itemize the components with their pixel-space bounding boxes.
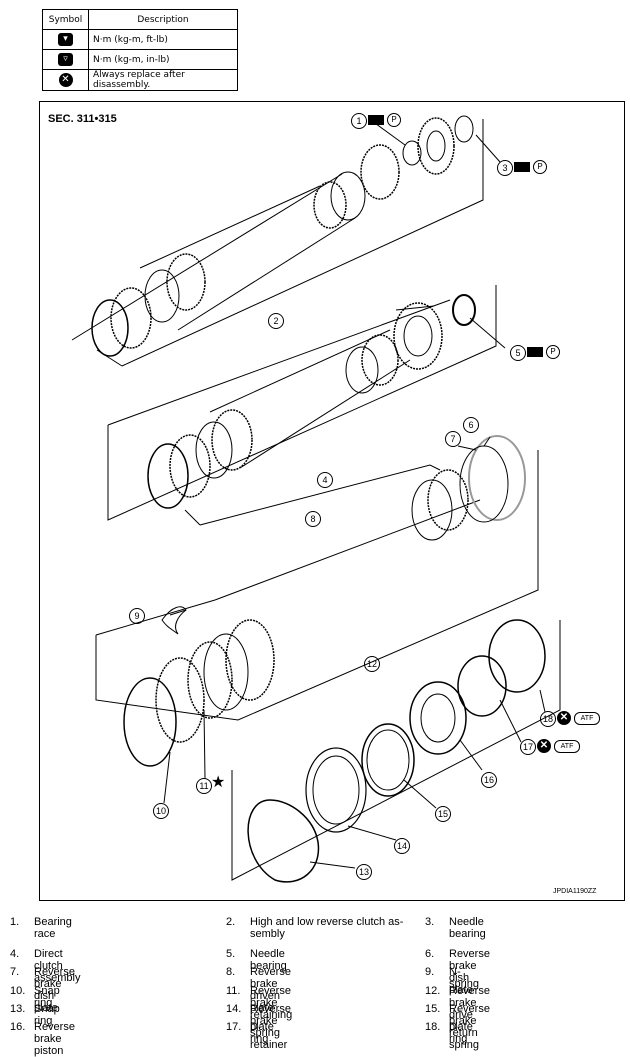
torque-wrench-icon xyxy=(368,115,384,125)
drive-plate xyxy=(203,633,249,711)
callout-17: 17 xyxy=(520,739,536,755)
snap-ring xyxy=(91,299,129,357)
reverse-brake-piston xyxy=(409,681,467,755)
callout-1: 1 xyxy=(351,113,367,129)
clutch-plate xyxy=(169,434,211,498)
callout-10: 10 xyxy=(153,803,169,819)
petroleum-jelly-badge: P xyxy=(546,345,560,359)
clutch-plate xyxy=(313,181,347,229)
return-spring xyxy=(361,723,415,797)
callout-3: 3 xyxy=(497,160,513,176)
group-4-bracket xyxy=(107,285,497,521)
group-8-bracket xyxy=(199,464,441,526)
n-spring xyxy=(161,606,187,635)
callout-18: 18 xyxy=(540,711,556,727)
torque-wrench-icon: ▾ xyxy=(58,33,73,46)
replace-x-icon: ✕ xyxy=(537,739,551,753)
snap-ring xyxy=(147,443,189,509)
clutch-plate xyxy=(360,144,400,200)
dish-plate-6 xyxy=(468,435,526,521)
drive-plate xyxy=(187,641,233,719)
clutch-plate xyxy=(211,409,253,471)
callout-14: 14 xyxy=(394,838,410,854)
clutch-plate xyxy=(330,171,366,221)
driven-plate xyxy=(411,479,453,541)
snap-ring-13 xyxy=(247,799,320,883)
clutch-plate xyxy=(110,287,152,349)
group-12-bracket xyxy=(95,450,539,721)
callout-13: 13 xyxy=(356,864,372,880)
replace-x-icon: ✕ xyxy=(557,711,571,725)
callout-8: 8 xyxy=(305,511,321,527)
group-2-bracket xyxy=(121,119,484,367)
callout-11: 11 xyxy=(196,778,212,794)
driven-plate xyxy=(427,469,469,531)
clutch-hub xyxy=(417,117,455,175)
drive-plate xyxy=(225,619,275,701)
callout-9: 9 xyxy=(129,608,145,624)
needle-bearing-5 xyxy=(452,294,476,326)
d-ring-18 xyxy=(488,619,546,693)
callout-4: 4 xyxy=(317,472,333,488)
legend-row-text: Always replace after disassembly. xyxy=(88,69,238,91)
needle-bearing-3 xyxy=(454,115,474,143)
callout-16: 16 xyxy=(481,772,497,788)
torque-wrench-icon xyxy=(514,162,530,172)
callout-5: 5 xyxy=(510,345,526,361)
snap-ring-10 xyxy=(123,677,177,767)
clutch-plate xyxy=(345,346,379,394)
clutch-plate xyxy=(166,253,206,311)
symbol-legend-table: Symbol Description ▾ N·m (kg-m, ft-lb) ▿… xyxy=(42,9,238,91)
callout-15: 15 xyxy=(435,806,451,822)
clutch-plate xyxy=(361,334,399,386)
direct-clutch-drum xyxy=(393,302,443,370)
callout-12: 12 xyxy=(364,656,380,672)
spring-retainer xyxy=(305,747,367,833)
callout-2: 2 xyxy=(268,313,284,329)
callout-7: 7 xyxy=(445,431,461,447)
diagram-code: JPDIA1190ZZ xyxy=(553,888,597,895)
atf-badge: ATF xyxy=(554,740,580,753)
diagram-frame xyxy=(39,101,625,901)
atf-badge: ATF xyxy=(574,712,600,725)
bearing-race xyxy=(402,140,422,166)
torque-wrench-icon xyxy=(527,347,543,357)
torque-wrench-small-icon: ▿ xyxy=(58,53,73,66)
d-ring-17 xyxy=(457,655,507,717)
petroleum-jelly-badge: P xyxy=(533,160,547,174)
star-marker: ★ xyxy=(211,774,226,791)
petroleum-jelly-badge: P xyxy=(387,113,401,127)
clutch-plate xyxy=(195,421,233,479)
retaining-plate xyxy=(155,657,205,743)
section-label: SEC. 311•315 xyxy=(48,113,117,125)
callout-6: 6 xyxy=(463,417,479,433)
replace-x-icon: ✕ xyxy=(58,73,73,87)
